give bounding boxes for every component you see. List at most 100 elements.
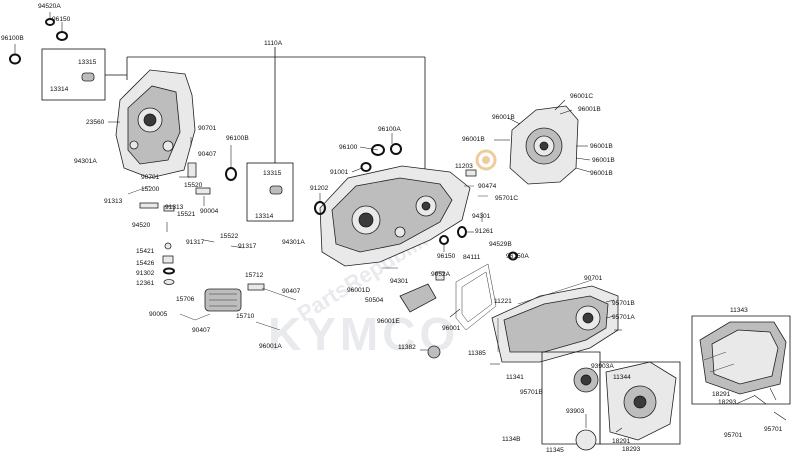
cap-11345-icon	[575, 429, 597, 451]
bolt-15421-icon	[164, 242, 172, 250]
label-15426: 15426	[136, 260, 155, 267]
cap-12361-icon	[163, 279, 175, 285]
label-94520: 94520	[132, 222, 151, 229]
label-96001b-4: 96001B	[590, 143, 613, 150]
bushing-13315b-icon	[269, 185, 283, 195]
label-13314-a: 13314	[50, 86, 69, 93]
cover-50504-icon	[399, 283, 437, 313]
plate-15200-icon	[139, 202, 159, 209]
label-13315-a: 13315	[78, 59, 97, 66]
clip-11382-icon	[427, 345, 441, 359]
bearing-group-center	[225, 133, 518, 261]
label-96100a: 96100A	[378, 126, 401, 133]
seal-96150b-icon	[439, 235, 449, 245]
label-13314-b: 13314	[255, 213, 274, 220]
label-95701c: 95701C	[495, 195, 518, 202]
label-15421: 15421	[136, 248, 155, 255]
label-15712: 15712	[245, 272, 264, 279]
label-96001b-1: 96001B	[578, 106, 601, 113]
small-parts-left	[127, 137, 245, 285]
bolt-15520-icon	[195, 187, 211, 195]
small-parts-right	[382, 169, 488, 269]
label-91001: 91001	[330, 169, 349, 176]
label-91317-a: 91317	[186, 239, 205, 246]
label-96150: 96150	[52, 16, 71, 23]
label-90005: 90005	[149, 311, 168, 318]
bearing-96100a-icon	[390, 143, 402, 155]
label-18293-b: 18293	[718, 399, 737, 406]
label-90004: 90004	[200, 208, 219, 215]
watermark-gear-hub-icon	[482, 156, 490, 164]
label-11345: 11345	[546, 447, 564, 454]
label-96001e: 96001E	[377, 318, 400, 325]
bearing-96100-icon	[371, 144, 385, 156]
label-90701-c: 90701	[584, 275, 603, 282]
label-90407-c: 90407	[282, 288, 301, 295]
label-94301-a: 94301	[390, 278, 409, 285]
label-11385: 11385	[468, 350, 486, 357]
seal-group-top-left	[9, 12, 68, 65]
label-91202: 91202	[310, 185, 329, 192]
label-96001d: 96001D	[347, 287, 370, 294]
label-15200: 15200	[141, 186, 160, 193]
label-13315-b: 13315	[263, 170, 282, 177]
label-91261: 91261	[475, 228, 494, 235]
watermark-kymco: KYMCO	[268, 308, 459, 360]
label-96100b-a: 96100B	[1, 35, 24, 42]
pin-9052a-icon	[435, 271, 445, 281]
bolt-90407-icon	[187, 162, 197, 178]
label-96001b-6: 96001B	[590, 170, 613, 177]
label-9052a: 9052A	[431, 271, 451, 278]
bolt-11203-icon	[465, 169, 477, 177]
label-84111: 84111	[463, 254, 481, 261]
label-90701-b: 90701	[141, 174, 160, 181]
spring-15426-icon	[162, 255, 174, 264]
label-91313-b: 91313	[165, 204, 184, 211]
label-11382: 11382	[398, 344, 416, 351]
plug-15521-icon	[163, 205, 175, 212]
label-11203: 11203	[455, 163, 473, 170]
label-95701-b: 95701	[764, 426, 783, 433]
label-95701b-a: 95701B	[612, 300, 635, 307]
label-95701a: 95701A	[612, 314, 635, 321]
label-94301a-a: 94301A	[74, 158, 97, 165]
label-96001c: 96001C	[570, 93, 593, 100]
label-91302: 91302	[136, 270, 155, 277]
label-18293-a: 18293	[622, 446, 641, 453]
label-50504: 50504	[365, 297, 384, 304]
shaft-90005-icon	[179, 313, 211, 321]
cover-group-center	[399, 263, 497, 359]
bearing-91001-icon	[360, 162, 372, 172]
crankcase-set-frame	[41, 47, 426, 222]
label-96001b-3: 96001B	[462, 136, 485, 143]
label-11344: 11344	[613, 374, 631, 381]
crankcase-left-half	[108, 69, 196, 179]
label-91317-b: 91317	[238, 243, 257, 250]
label-15521: 15521	[177, 211, 196, 218]
label-18291-a: 18291	[612, 438, 631, 445]
label-96001a: 96001A	[259, 343, 282, 350]
label-94301-b: 94301	[472, 213, 491, 220]
label-90701-a: 90701	[198, 125, 217, 132]
label-23560: 23560	[86, 119, 105, 126]
label-15706: 15706	[176, 296, 195, 303]
oil-pump-assembly	[179, 283, 297, 331]
label-91313-a: 91313	[104, 198, 123, 205]
bushing-13315-icon	[81, 72, 95, 82]
label-11341: 11341	[506, 374, 524, 381]
label-15522: 15522	[220, 233, 239, 240]
seal-96150-icon	[56, 31, 68, 41]
label-94301a-b: 94301A	[282, 239, 305, 246]
label-96100: 96100	[339, 144, 358, 151]
chain-guide-15712-icon	[247, 283, 265, 291]
seal-91261-icon	[457, 226, 467, 238]
label-96001b-2: 96001B	[492, 114, 515, 121]
transmission-cover	[490, 279, 622, 365]
bolt-91313-icon	[127, 185, 151, 195]
label-90407-a: 90407	[198, 151, 217, 158]
label-96100b-b: 96100B	[226, 135, 249, 142]
label-96001b-5: 96001B	[592, 157, 615, 164]
label-96001-a: 96001	[442, 325, 461, 332]
